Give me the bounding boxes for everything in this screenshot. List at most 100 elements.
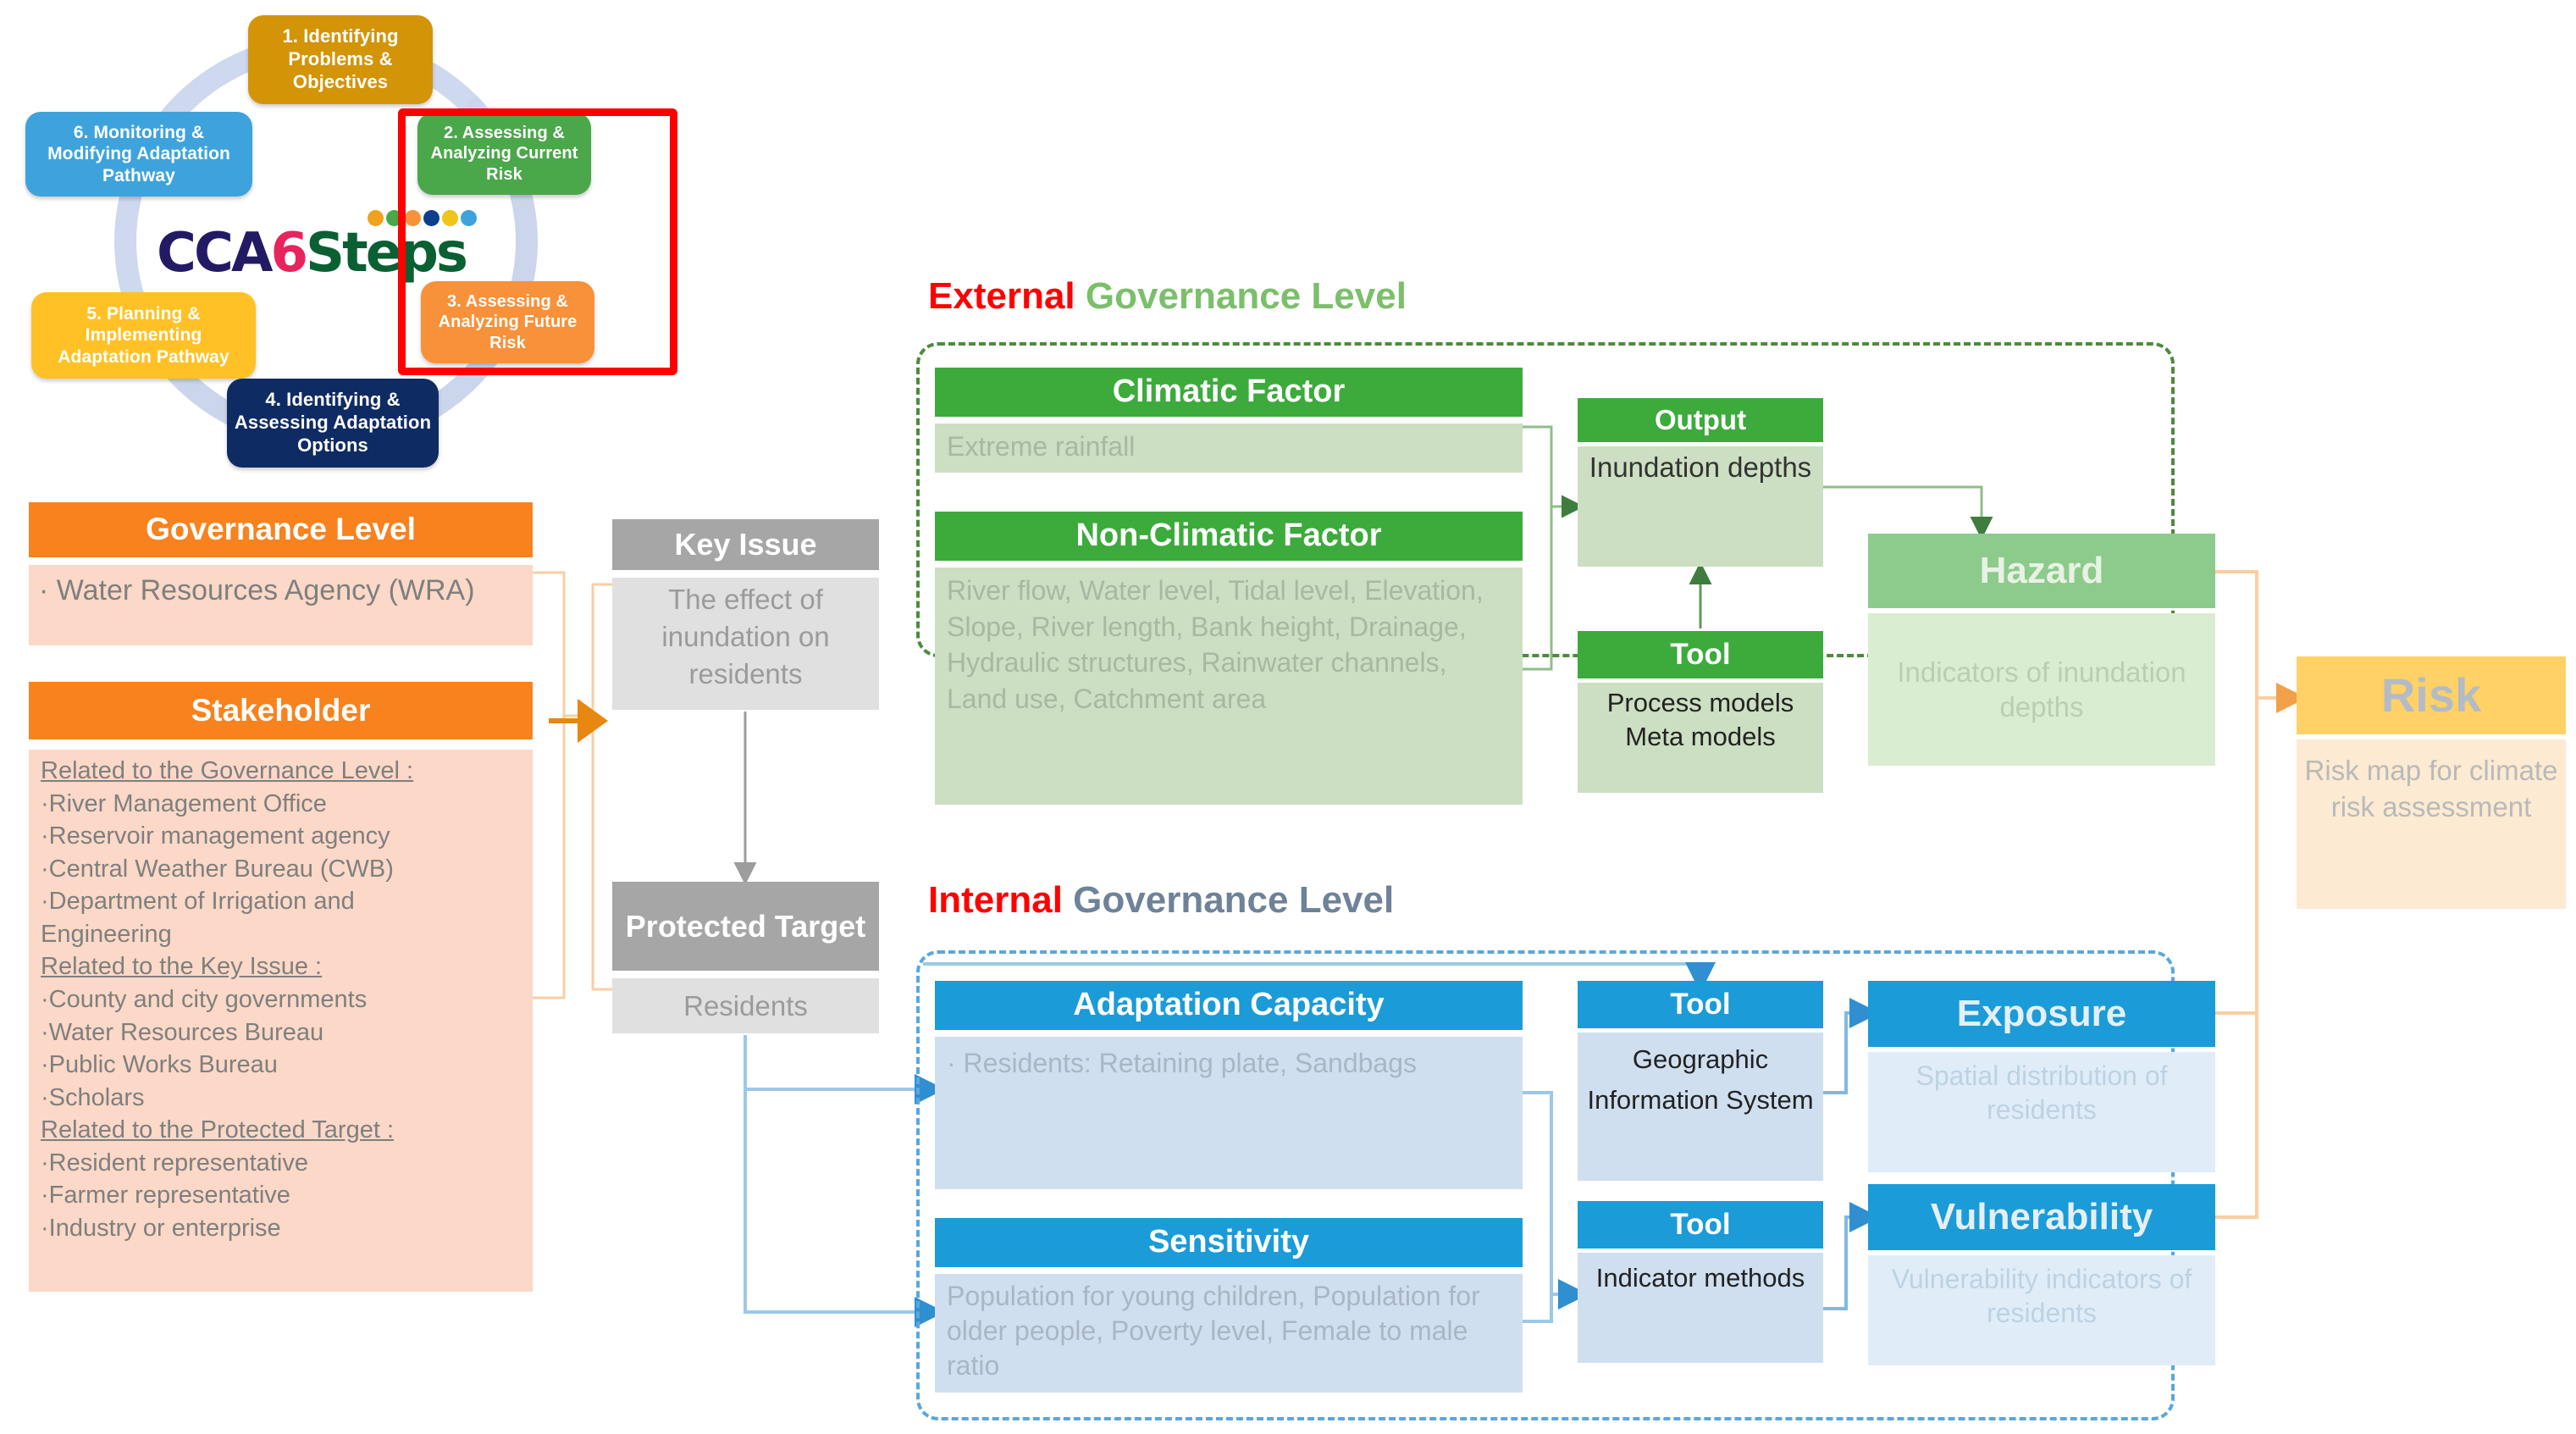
list-item: Engineering <box>41 920 172 948</box>
sensitivity-text: Population for young children, Populatio… <box>947 1281 1480 1381</box>
cycle-step-3[interactable]: 3. Assessing & Analyzing Future Risk <box>421 281 594 363</box>
vulnerability-body: Vulnerability indicators of residents <box>1868 1255 2215 1365</box>
hazard-body: Indicators of inundation depths <box>1868 613 2215 766</box>
cycle-step-1-label: 1. Identifying Problems & Objectives <box>282 25 399 92</box>
risk-header: Risk <box>2297 656 2566 734</box>
adaptation-capacity-text: · Residents: Retaining plate, Sandbags <box>947 1048 1418 1078</box>
external-section-title: External Governance Level <box>928 275 1407 318</box>
external-section-container <box>916 342 2175 657</box>
sensitivity-header: Sensitivity <box>935 1218 1523 1267</box>
climatic-factor-title: Climatic Factor <box>1112 374 1346 410</box>
governance-level-text: · Water Resources Agency (WRA) <box>39 574 475 606</box>
gis-tool-header: Tool <box>1578 981 1823 1028</box>
cycle-step-2-label: 2. Assessing & Analyzing Current Risk <box>430 123 578 184</box>
stakeholder-group-colon-2: : <box>379 1116 395 1144</box>
cycle-step-6[interactable]: 6. Monitoring & Modifying Adaptation Pat… <box>25 112 252 197</box>
logo-dot-3-icon <box>405 210 421 226</box>
external-tool-title: Tool <box>1670 637 1731 671</box>
internal-title-rest: Governance Level <box>1062 879 1395 921</box>
logo-dot-1-icon <box>368 210 384 226</box>
output-title: Output <box>1654 403 1747 435</box>
governance-level-title: Governance Level <box>146 512 416 547</box>
gis-tool-body: Geographic Information System <box>1578 1033 1823 1181</box>
risk-body: Risk map for climate risk assessment <box>2297 739 2566 909</box>
gis-tool-text: Geographic Information System <box>1587 1044 1814 1116</box>
internal-title-red: Internal <box>928 879 1063 921</box>
protected-target-title: Protected Target <box>625 908 866 944</box>
stakeholder-group-title-1-text: Related to the Key Issue <box>41 953 308 981</box>
climatic-factor-header: Climatic Factor <box>935 368 1523 417</box>
cycle-step-4-label: 4. Identifying & Assessing Adaptation Op… <box>234 389 432 456</box>
cycle-step-4[interactable]: 4. Identifying & Assessing Adaptation Op… <box>227 379 439 468</box>
cycle-step-6-label: 6. Monitoring & Modifying Adaptation Pat… <box>47 122 230 185</box>
list-item: ·Industry or enterprise <box>41 1214 281 1242</box>
highlight-rectangle <box>398 108 677 375</box>
sensitivity-title: Sensitivity <box>1147 1224 1310 1260</box>
list-item: ·Scholars <box>41 1083 145 1111</box>
list-item: ·Farmer representative <box>41 1182 290 1210</box>
logo-dots-icon <box>368 210 495 227</box>
stakeholder-group-colon-0: : <box>400 757 414 784</box>
output-body: Inundation depths <box>1578 446 1823 567</box>
exposure-text: Spatial distribution of residents <box>1915 1060 2168 1125</box>
indicator-tool-text: Indicator methods <box>1595 1263 1805 1293</box>
list-item: ·Resident representative <box>41 1149 308 1177</box>
list-item: ·River Management Office <box>41 789 327 817</box>
adaptation-capacity-title: Adaptation Capacity <box>1073 987 1385 1023</box>
risk-title: Risk <box>2380 668 2482 723</box>
exposure-header: Exposure <box>1868 981 2215 1047</box>
non-climatic-factor-title: Non-Climatic Factor <box>1075 518 1382 554</box>
logo-dot-4-icon <box>423 210 439 226</box>
logo-part-steps: Steps <box>306 222 468 285</box>
list-item: ·Department of Irrigation and <box>41 888 355 916</box>
list-item: ·Reservoir management agency <box>41 822 390 850</box>
hazard-title: Hazard <box>1979 549 2104 591</box>
stakeholder-group-title-2-text: Related to the Protected Target <box>41 1116 380 1144</box>
adaptation-capacity-body: · Residents: Retaining plate, Sandbags <box>935 1037 1523 1189</box>
cycle-step-5-label: 5. Planning & Implementing Adaptation Pa… <box>58 303 229 367</box>
cca6steps-cycle: 1. Identifying Problems & Objectives 6. … <box>0 0 703 491</box>
stakeholder-group-title-0: Related to the Governance Level : <box>41 755 521 788</box>
exposure-body: Spatial distribution of residents <box>1868 1052 2215 1172</box>
gis-tool-title: Tool <box>1670 987 1731 1021</box>
vulnerability-title: Vulnerability <box>1930 1195 2153 1237</box>
adaptation-capacity-header: Adaptation Capacity <box>935 981 1523 1030</box>
hazard-text: Indicators of inundation depths <box>1897 656 2186 723</box>
non-climatic-factor-body: River flow, Water level, Tidal level, El… <box>935 568 1523 805</box>
indicator-tool-header: Tool <box>1578 1201 1823 1249</box>
external-title-red: External <box>928 275 1075 317</box>
indicator-tool-title: Tool <box>1670 1207 1731 1241</box>
cycle-step-5[interactable]: 5. Planning & Implementing Adaptation Pa… <box>31 292 256 379</box>
key-issue-header: Key Issue <box>612 519 879 570</box>
exposure-title: Exposure <box>1956 992 2127 1034</box>
cycle-step-1[interactable]: 1. Identifying Problems & Objectives <box>248 15 433 104</box>
stakeholder-header: Stakeholder <box>29 682 533 739</box>
cycle-step-2[interactable]: 2. Assessing & Analyzing Current Risk <box>417 113 591 195</box>
non-climatic-factor-header: Non-Climatic Factor <box>935 512 1523 561</box>
protected-target-header: Protected Target <box>612 882 879 971</box>
external-title-rest: Governance Level <box>1075 275 1407 317</box>
stakeholder-body: Related to the Governance Level : ·River… <box>29 750 533 1292</box>
internal-section-title: Internal Governance Level <box>928 879 1394 922</box>
stakeholder-group-title-0-text: Related to the Governance Level <box>41 757 400 784</box>
external-tool-text: Process models Meta models <box>1606 688 1794 751</box>
vulnerability-header: Vulnerability <box>1868 1184 2215 1250</box>
protected-target-text: Residents <box>683 989 808 1022</box>
list-item: ·Central Weather Bureau (CWB) <box>41 855 394 883</box>
logo-part-cca: CCA <box>157 222 273 285</box>
stakeholder-title: Stakeholder <box>191 692 371 728</box>
governance-level-header: Governance Level <box>29 502 533 557</box>
stakeholder-group-title-2: Related to the Protected Target : <box>41 1114 521 1147</box>
indicator-tool-body: Indicator methods <box>1578 1253 1823 1363</box>
protected-target-body: Residents <box>612 978 879 1033</box>
climatic-factor-body: Extreme rainfall <box>935 424 1523 473</box>
logo-dot-6-icon <box>461 210 477 226</box>
hazard-header: Hazard <box>1868 534 2215 608</box>
sensitivity-body: Population for young children, Populatio… <box>935 1274 1523 1392</box>
vulnerability-text: Vulnerability indicators of residents <box>1891 1264 2192 1328</box>
list-item: ·Public Works Bureau <box>41 1051 278 1079</box>
external-tool-header: Tool <box>1578 631 1823 678</box>
logo-part-6: 6 <box>270 222 307 285</box>
key-issue-text: The effect of inundation on residents <box>661 584 830 689</box>
logo-dot-5-icon <box>442 210 458 226</box>
